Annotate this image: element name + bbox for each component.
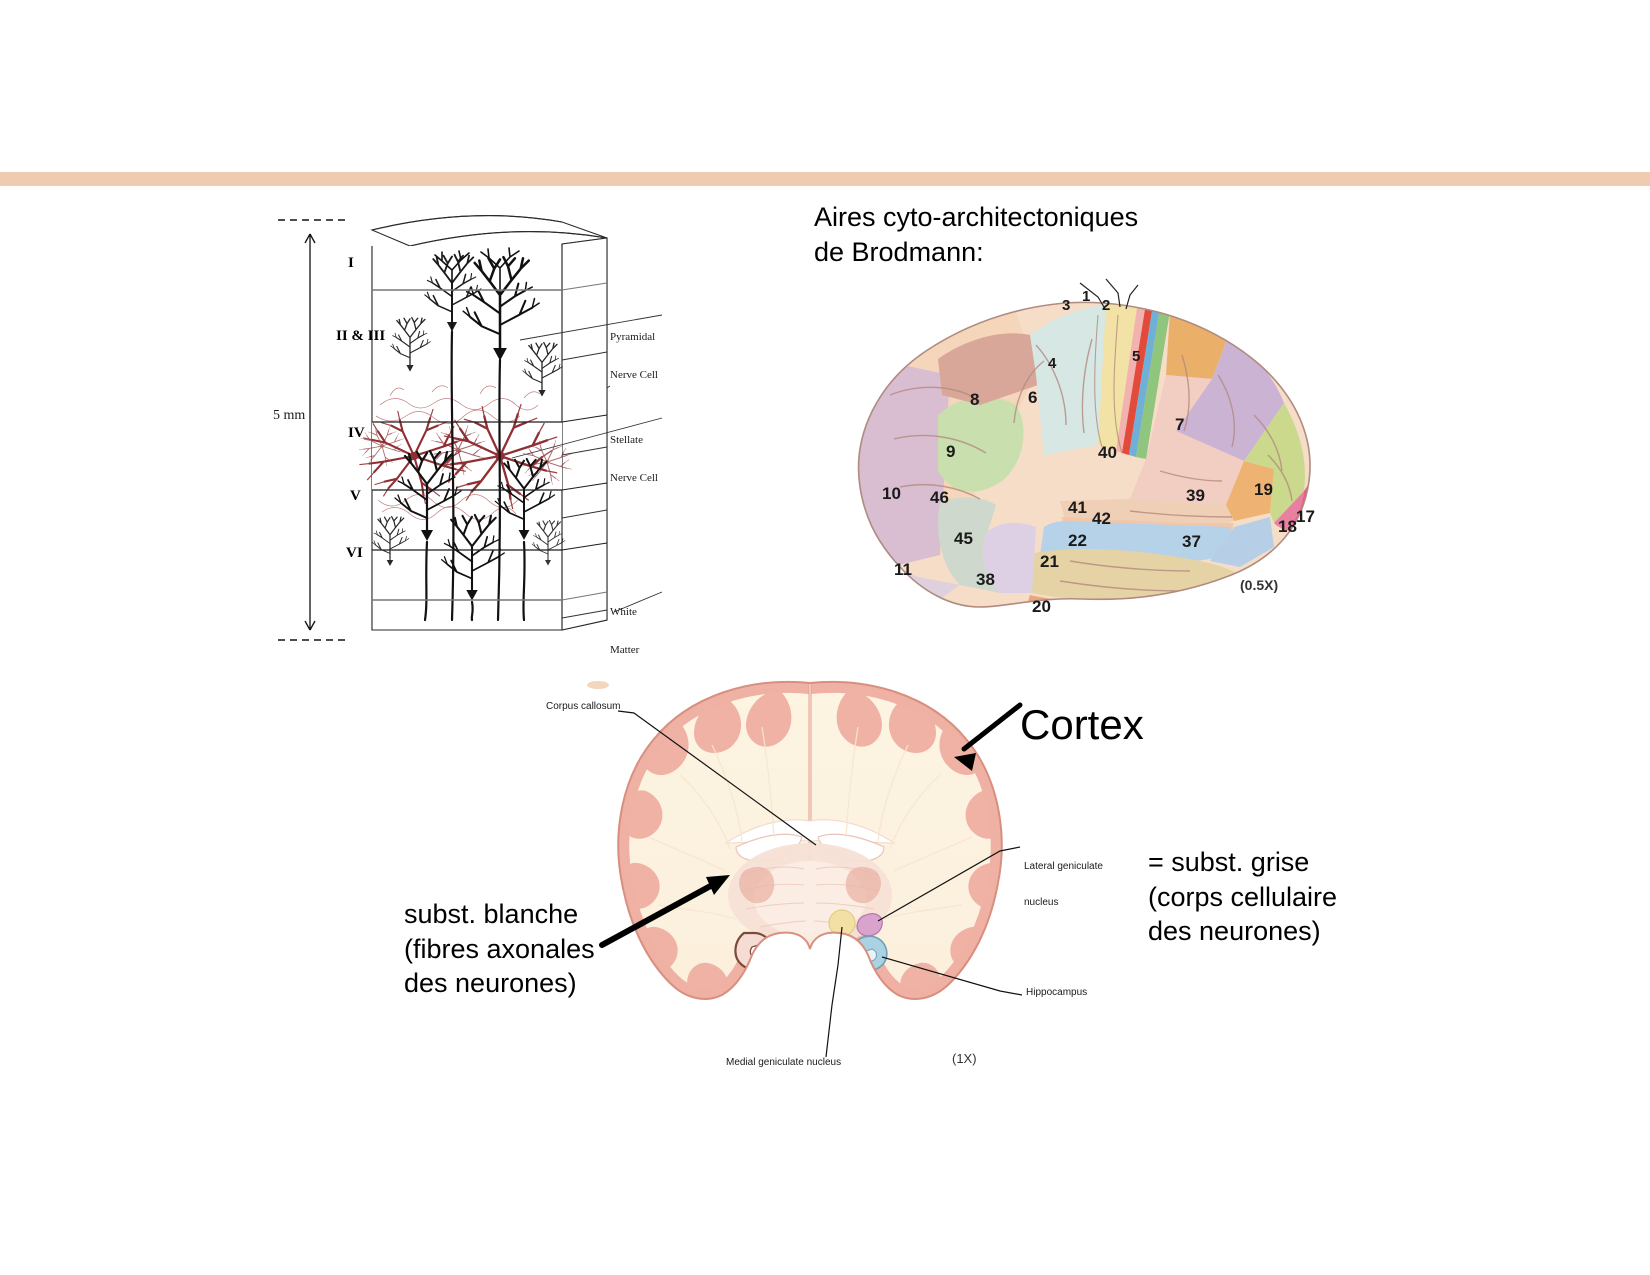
label-lateral-geniculate-nucleus: Lateral geniculate nucleus [1024,837,1103,933]
brain-outline [857,301,1311,608]
coronal-brain-body [618,681,1002,999]
cortical-column-svg [278,215,663,641]
callout-white-matter-line2: Matter [610,644,640,657]
brodmann-leader-lines [1079,278,1139,310]
brain-area-patches [858,302,1311,608]
brodmann-area-42: 42 [1092,509,1111,528]
top-banner-stripe [0,172,1650,186]
brodmann-brain-svg [857,278,1311,608]
coronal-scale-label: (1X) [952,1051,977,1066]
brodmann-area-5: 5 [1132,348,1141,365]
callout-stellate-nerve-cell: Stellate Nerve Cell [610,409,658,510]
column-layer-VI: VI [346,545,363,561]
brodmann-area-7: 7 [1175,415,1185,434]
column-layer-IV: IV [348,425,365,441]
callout-stellate-line1: Stellate [610,434,643,447]
label-lgn-line2: nucleus [1024,897,1059,908]
brodmann-area-4: 4 [1048,355,1057,372]
annotation-cortex: Cortex [1020,701,1144,748]
coronal-section-svg [587,680,1023,1058]
brodmann-area-37: 37 [1182,532,1201,551]
brodmann-area-18: 18 [1278,517,1297,536]
brodmann-area-22: 22 [1068,531,1087,550]
annotation-subst-grise: = subst. grise (corps cellulaire des neu… [1148,847,1338,947]
column-scale-label: 5 mm [273,408,306,423]
brodmann-area-20: 20 [1032,597,1051,616]
brodmann-area-1: 1 [1082,288,1091,305]
coronal-outline [617,680,1003,1000]
column-layer-V: V [350,488,361,504]
brodmann-area-46: 46 [930,488,949,507]
cortical-column-figure: I II & III IV V VI 5 mm Pyramidal Nerve … [262,200,682,656]
callout-white-matter: White Matter [610,581,639,682]
brodmann-area-11: 11 [894,560,912,579]
label-hippocampus: Hippocampus [1026,987,1088,998]
callout-white-matter-line1: White [610,606,637,619]
brodmann-area-39: 39 [1186,486,1205,505]
brodmann-area-45: 45 [954,529,973,548]
brodmann-area-8: 8 [970,390,980,409]
coronal-leader-lines [617,710,1023,1058]
brodmann-area-6: 6 [1028,388,1038,407]
column-layer-I: I [348,255,354,271]
brodmann-area-2: 2 [1102,297,1111,314]
brodmann-area-19: 19 [1254,480,1273,499]
coronal-section-figure: Corpus callosum Lateral geniculate nucle… [530,665,1103,1085]
coronal-speck [587,681,609,689]
callout-pyramidal-nerve-cell: Pyramidal Nerve Cell [610,306,658,407]
column-layer-II-III: II & III [336,328,386,344]
brodmann-title-line1: Aires cyto-architectoniques [814,202,1139,232]
label-corpus-callosum: Corpus callosum [546,701,621,712]
brodmann-area-41: 41 [1068,498,1087,517]
brodmann-area-17: 17 [1296,507,1315,526]
label-lgn-line1: Lateral geniculate [1024,861,1103,872]
callout-pyramidal-line1: Pyramidal [610,331,656,344]
brodmann-area-3: 3 [1062,297,1071,314]
label-medial-geniculate-nucleus: Medial geniculate nucleus [726,1057,842,1068]
brodmann-title-line2: de Brodmann: [814,236,984,267]
coronal-annotation-arrows [599,702,1023,948]
callout-pyramidal-line2: Nerve Cell [610,369,658,382]
brodmann-area-38: 38 [976,570,995,589]
brodmann-area-21: 21 [1040,552,1059,571]
brodmann-title: Aires cyto-architectoniques de Brodmann: [814,200,1138,269]
brodmann-area-10: 10 [882,484,901,503]
callout-stellate-line2: Nerve Cell [610,472,658,485]
brodmann-area-9: 9 [946,442,956,461]
brodmann-area-40: 40 [1098,443,1117,462]
brodmann-scale-label: (0.5X) [1240,577,1279,593]
annotation-subst-blanche: subst. blanche (fibres axonales des neur… [404,899,595,999]
